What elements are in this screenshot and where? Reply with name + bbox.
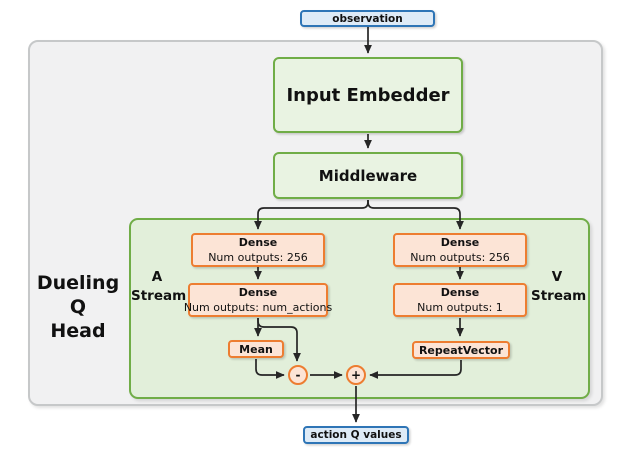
observation-node: observation — [300, 10, 435, 27]
subtract-operator-node: - — [288, 365, 308, 385]
mean-node: Mean — [228, 340, 284, 358]
v-stream-dense2-title: Dense — [440, 286, 480, 299]
a-stream-dense2-subtitle: Num outputs: num_actions — [183, 301, 333, 314]
v-stream-dense1-subtitle: Num outputs: 256 — [410, 251, 510, 264]
edge-middleware-to-a-dense1 — [254, 200, 369, 230]
v-stream-dense2-node: Dense Num outputs: 1 — [393, 283, 527, 317]
add-operator-node: + — [346, 365, 366, 385]
edge-a-dense2-to-subtract — [257, 318, 301, 362]
action-q-values-node: action Q values — [303, 426, 409, 444]
input-embedder-node: Input Embedder — [273, 57, 463, 133]
repeat-vector-label: RepeatVector — [418, 343, 504, 357]
v-stream-label: V Stream — [531, 268, 587, 306]
a-stream-label-line2: Stream — [131, 288, 187, 304]
a-stream-dense2-title: Dense — [238, 286, 278, 299]
a-stream-dense1-subtitle: Num outputs: 256 — [208, 251, 308, 264]
repeat-vector-node: RepeatVector — [412, 341, 510, 359]
observation-label: observation — [332, 12, 403, 25]
dueling-q-head-label-line2: Head — [50, 320, 106, 342]
v-stream-dense1-node: Dense Num outputs: 256 — [393, 233, 527, 267]
a-stream-label-line1: A — [151, 269, 163, 285]
v-stream-dense2-subtitle: Num outputs: 1 — [417, 301, 503, 314]
add-operator-symbol: + — [350, 368, 362, 382]
a-stream-label: A Stream — [131, 268, 187, 306]
input-embedder-label: Input Embedder — [286, 84, 450, 106]
a-stream-dense2-node: Dense Num outputs: num_actions — [184, 283, 332, 317]
dueling-q-head-label: Dueling Q Head — [28, 271, 128, 343]
mean-label: Mean — [239, 342, 273, 356]
v-stream-label-line2: Stream — [531, 288, 587, 304]
edge-mean-to-subtract — [255, 359, 285, 379]
v-stream-label-line1: V — [551, 269, 563, 285]
edge-middleware-to-v-dense1 — [367, 200, 464, 230]
middleware-node: Middleware — [273, 152, 463, 199]
a-stream-dense1-title: Dense — [238, 236, 278, 249]
edge-repeatvector-to-add — [369, 360, 462, 379]
v-stream-dense1-title: Dense — [440, 236, 480, 249]
dueling-q-head-label-line1: Dueling Q — [36, 272, 120, 318]
action-q-values-label: action Q values — [310, 429, 402, 441]
subtract-operator-symbol: - — [295, 368, 301, 382]
middleware-label: Middleware — [318, 166, 418, 185]
a-stream-dense1-node: Dense Num outputs: 256 — [191, 233, 325, 267]
